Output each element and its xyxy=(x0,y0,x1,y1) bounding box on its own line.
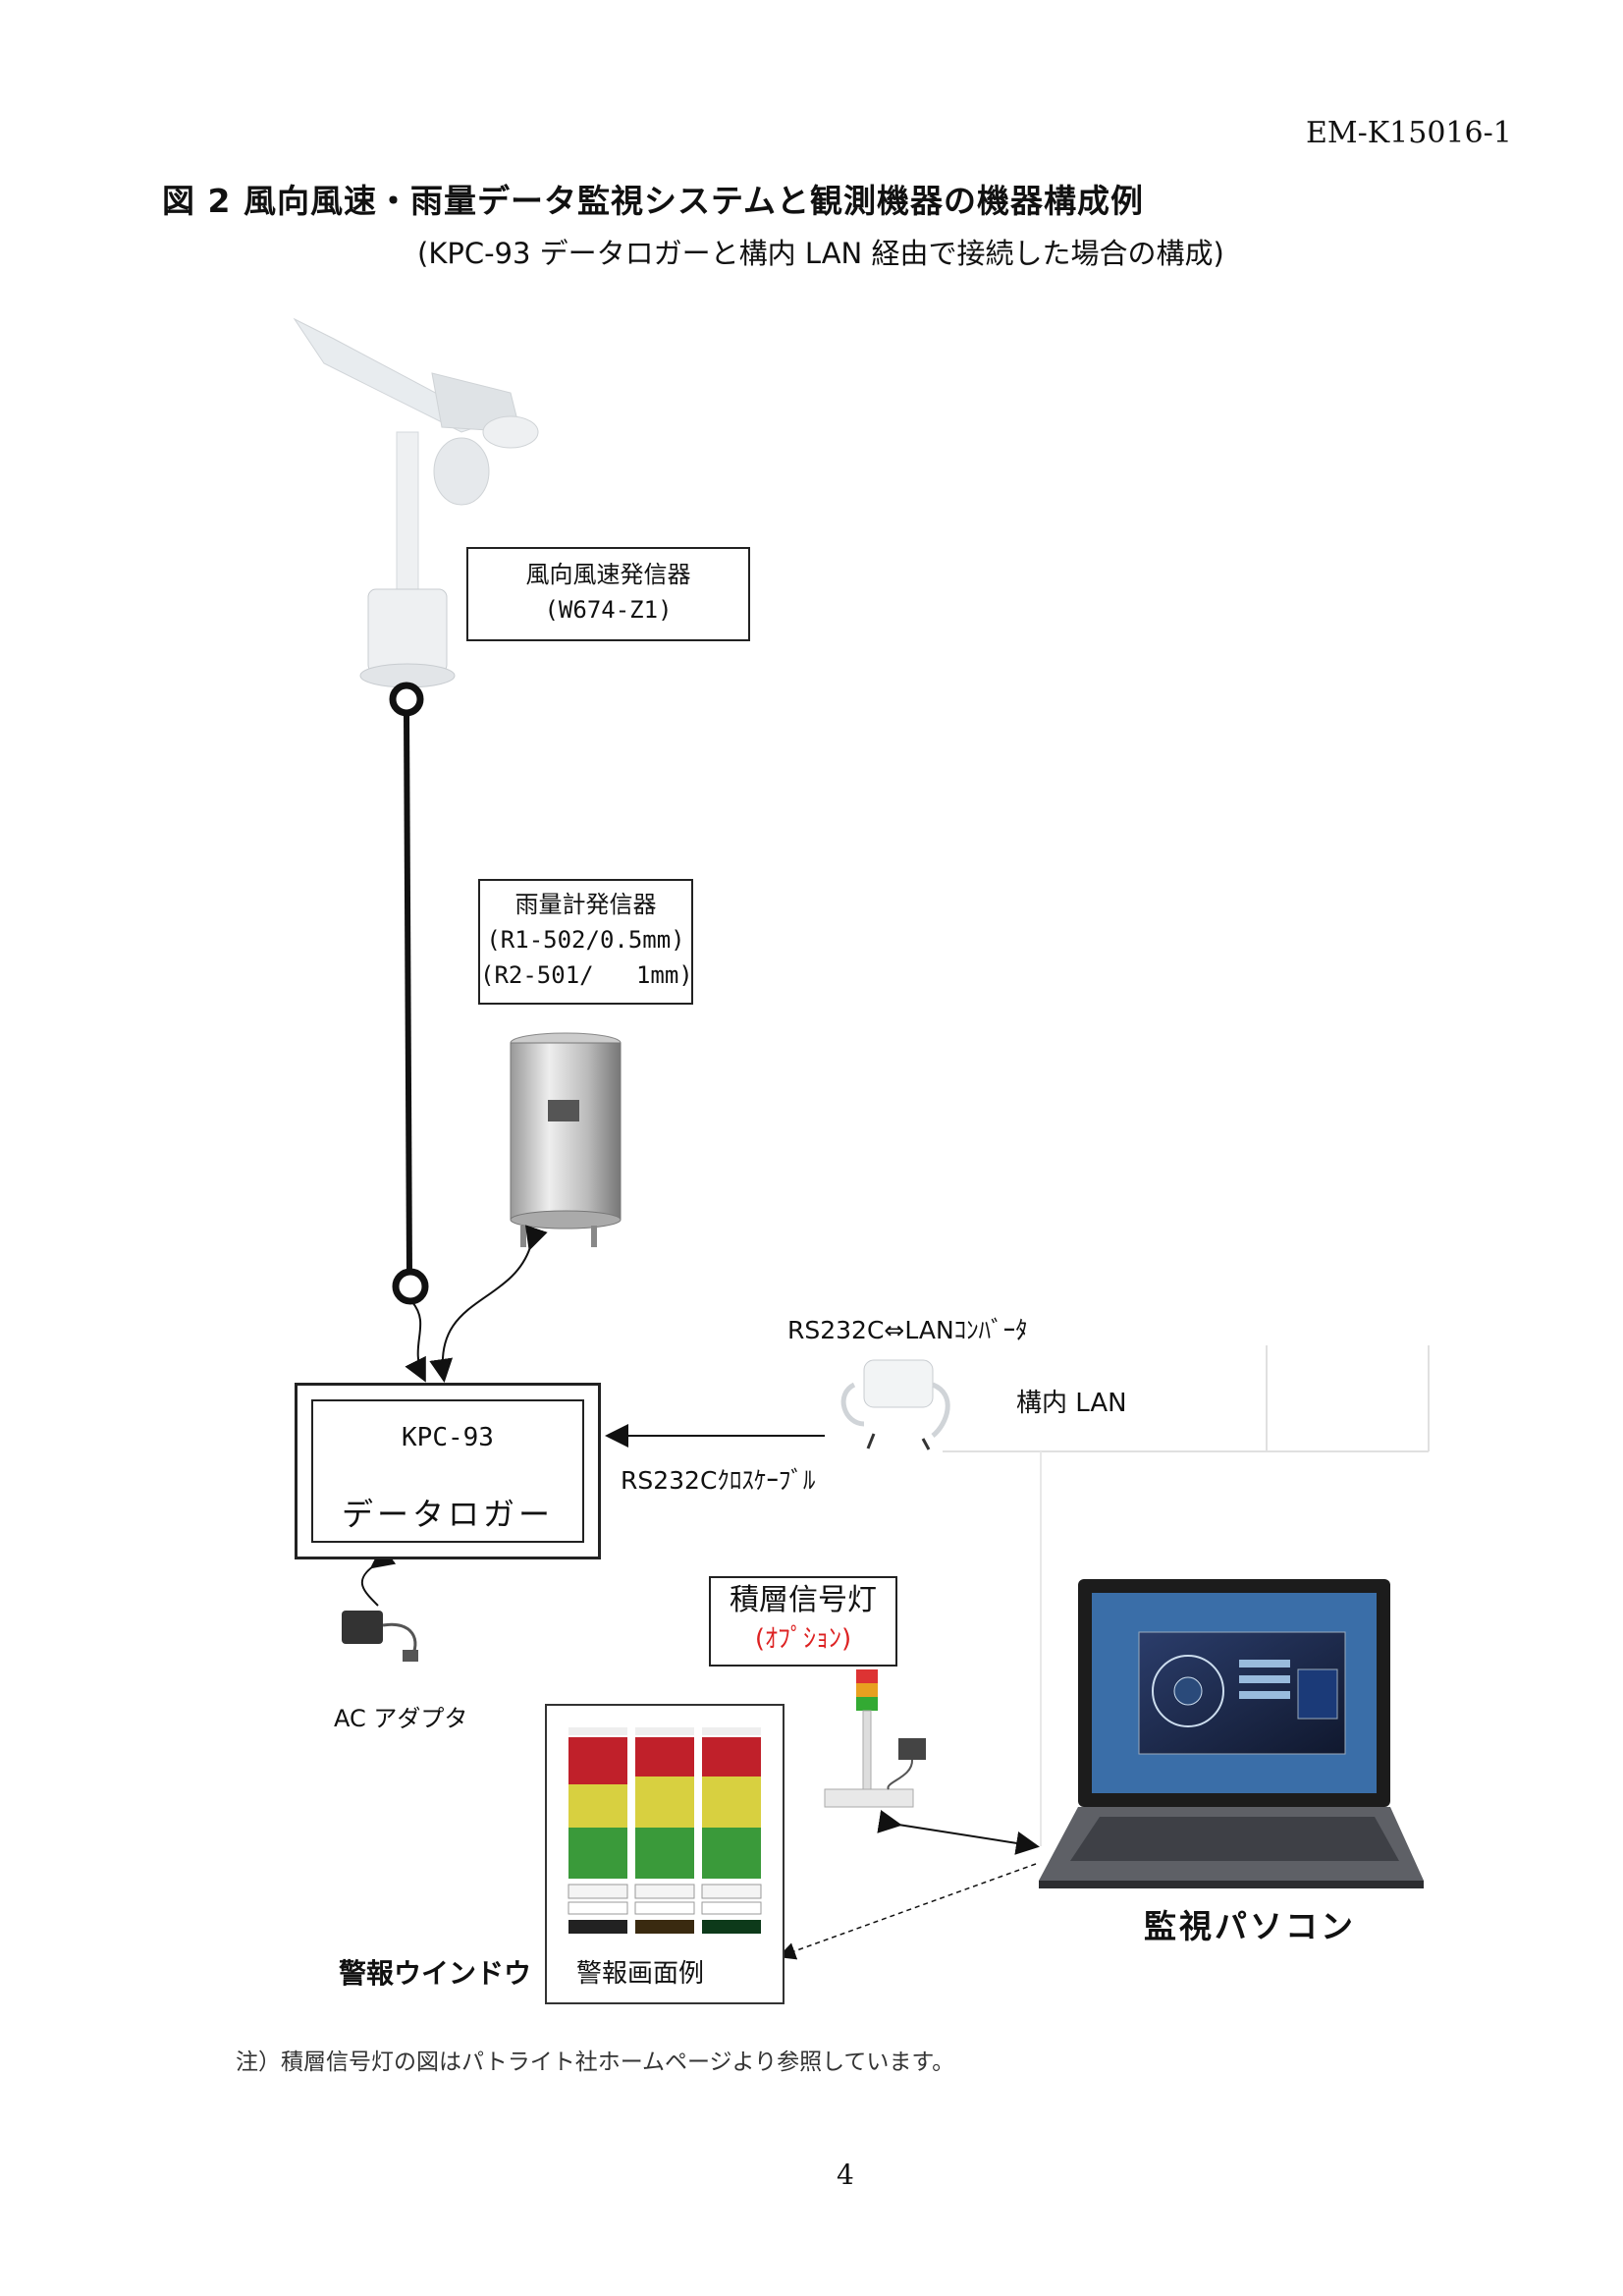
wind-sensor-image xyxy=(293,317,539,688)
wind-sensor-box: 風向風速発信器 (W674-Z1) xyxy=(466,547,750,641)
wind-sensor-name: 風向風速発信器 xyxy=(525,561,691,588)
ac-adapter-label: AC アダプタ xyxy=(334,1705,468,1732)
stack-light-option: (ｵﾌﾟｼｮﾝ) xyxy=(754,1624,852,1654)
alarm-example-label: 警報画面例 xyxy=(576,1959,705,1989)
stack-light-image xyxy=(824,1669,926,1808)
document-id: EM-K15016-1 xyxy=(1306,116,1512,150)
wind-sensor-model: (W674-Z1) xyxy=(544,596,673,624)
monitoring-pc-image xyxy=(1039,1579,1424,1888)
rain-gauge-name: 雨量計発信器 xyxy=(514,891,657,918)
rain-gauge-box: 雨量計発信器 (R1-502/0.5mm) (R2-501/ 1mm) xyxy=(478,879,693,1005)
stack-light-name: 積層信号灯 xyxy=(730,1583,877,1617)
rain-gauge-image xyxy=(510,1032,622,1247)
page-number: 4 xyxy=(837,2159,854,2191)
data-logger-box: KPC-93 データロガー xyxy=(295,1383,601,1559)
cross-cable-label: RS232Cｸﾛｽｹｰﾌﾞﾙ xyxy=(621,1466,816,1495)
figure-title: 図 2 風向風速・雨量データ監視システムと観測機器の機器構成例 xyxy=(162,182,1144,220)
alarm-screen-image xyxy=(568,1727,762,1934)
lan-label: 構内 LAN xyxy=(1016,1389,1127,1418)
data-logger-name: データロガー xyxy=(341,1496,554,1533)
rain-gauge-model-1: (R1-502/0.5mm) xyxy=(486,926,685,954)
monitoring-pc-label: 監視パソコン xyxy=(1144,1907,1356,1945)
alarm-window-label: 警報ウインドウ xyxy=(339,1957,532,1990)
stack-light-box: 積層信号灯 (ｵﾌﾟｼｮﾝ) xyxy=(709,1576,897,1667)
alarm-screen-example: 警報画面例 xyxy=(545,1704,784,2004)
footnote: 注）積層信号灯の図はパトライト社ホームページより参照しています。 xyxy=(236,2050,955,2075)
lan-converter-image xyxy=(840,1359,950,1450)
data-logger-model: KPC-93 xyxy=(402,1423,494,1452)
converter-label: RS232C⇔LANｺﾝﾊﾞｰﾀ xyxy=(787,1316,1028,1344)
rain-gauge-model-2: (R2-501/ 1mm) xyxy=(480,961,693,989)
figure-subtitle: (KPC-93 データロガーと構内 LAN 経由で接続した場合の構成) xyxy=(417,237,1224,270)
ac-adapter-image xyxy=(342,1545,418,1662)
